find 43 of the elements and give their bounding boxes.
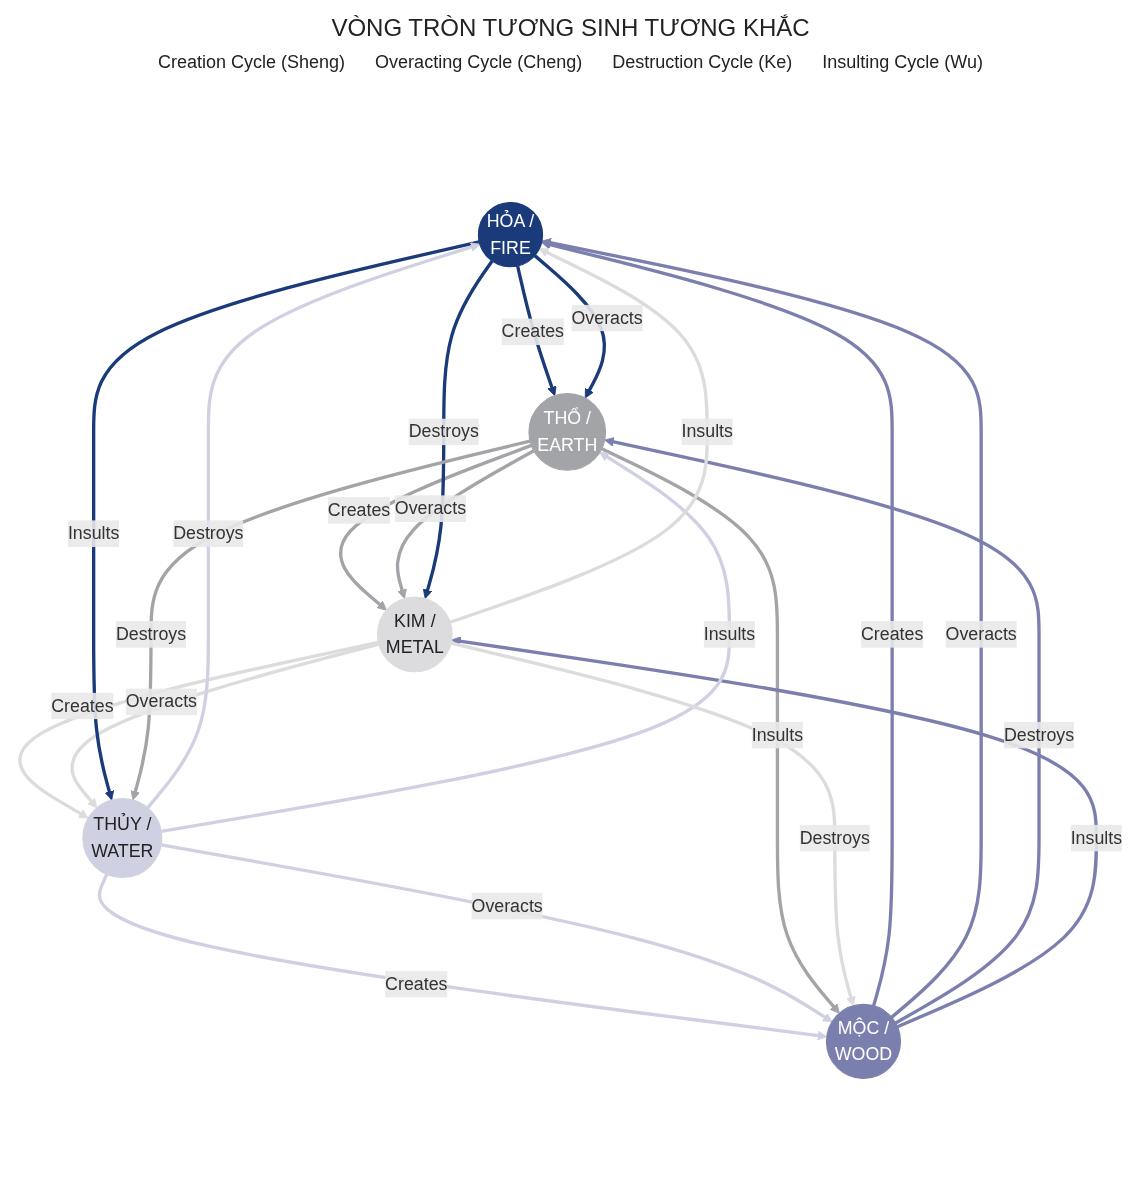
arrow [18,640,379,819]
diagram-title: VÒNG TRÒN TƯƠNG SINH TƯƠNG KHẮC [331,14,810,42]
arrow [600,447,840,1014]
cycle-label: Creation Cycle (Sheng) [158,52,346,73]
node-circle: THỔ / EARTH [527,393,606,471]
edge-label: Insults [1070,828,1122,847]
edge-label: Creates [327,500,390,520]
cycle-label: Destruction Cycle (Ke) [612,52,793,73]
arrow [70,642,379,809]
node-circle: HỎA / FIRE [477,202,543,268]
arrow [338,443,532,611]
arrow [145,242,480,809]
edge-label: Overacts [571,307,643,327]
edge-label: Destroys [408,421,479,441]
arrow [160,843,833,1023]
edge-label: Insults [680,421,733,441]
cycle-label: Overacting Cycle (Cheng) [375,52,583,73]
edge-label: Insults [751,725,803,745]
edge-label: Destroys [115,624,186,644]
edge-label: Destroys [1003,725,1074,745]
arrow [97,873,827,1041]
arrow [91,240,480,801]
arrow [541,238,983,1019]
edge-label: Overacts [125,691,197,711]
arrow [449,248,709,624]
node-circle: KIM / METAL [376,596,453,673]
arrow [450,641,856,1007]
edge-label: Overacts [394,498,466,518]
node-circle: THỦY / WATER [81,798,162,879]
edge-label: Overacts [945,624,1017,644]
edge-label: Creates [384,974,447,994]
arrow [540,239,894,1007]
edge-label: Creates [50,695,114,715]
edge-label: Insults [703,624,755,644]
edge-label: Insults [67,523,119,543]
edge-label: Overacts [471,896,543,916]
edge-label: Destroys [799,828,870,847]
edge-label: Creates [501,321,564,341]
edge-label: Destroys [172,523,243,543]
cycle-label: Insulting Cycle (Wu) [822,52,983,73]
node-circle: MỘC / WOOD [825,1003,901,1079]
edge-label: Creates [860,624,923,644]
arrow [450,636,1098,1029]
